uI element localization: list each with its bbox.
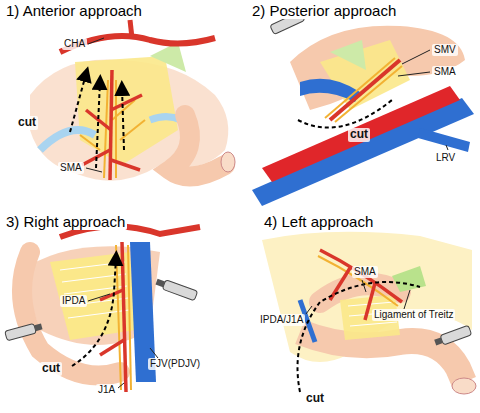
posterior-panel (252, 8, 474, 206)
cut-label: cut (304, 392, 326, 406)
structure-label: Ligament of Treitz (372, 309, 455, 321)
structure-label: LRV (434, 152, 457, 164)
cut-label: cut (16, 116, 38, 130)
structure-label: SMV (432, 44, 458, 56)
structure-label: IPDA/J1A (258, 314, 305, 326)
structure-label: SMA (58, 162, 84, 174)
left-panel (262, 232, 476, 394)
structure-label: FJV(PDJV) (148, 358, 202, 370)
structure-label: J1A (96, 384, 117, 396)
structure-label: CHA (62, 38, 87, 50)
cut-label: cut (348, 128, 370, 142)
anterior-panel (30, 20, 235, 181)
cut-label: cut (40, 362, 62, 376)
panel-title: 2) Posterior approach (250, 2, 398, 19)
panel-title: 4) Left approach (262, 213, 375, 230)
structure-label: SMA (432, 66, 458, 78)
structure-label: SMA (352, 266, 378, 278)
structure-label: IPDA (60, 295, 87, 307)
panel-title: 1) Anterior approach (4, 2, 144, 19)
panel-title: 3) Right approach (4, 213, 127, 230)
